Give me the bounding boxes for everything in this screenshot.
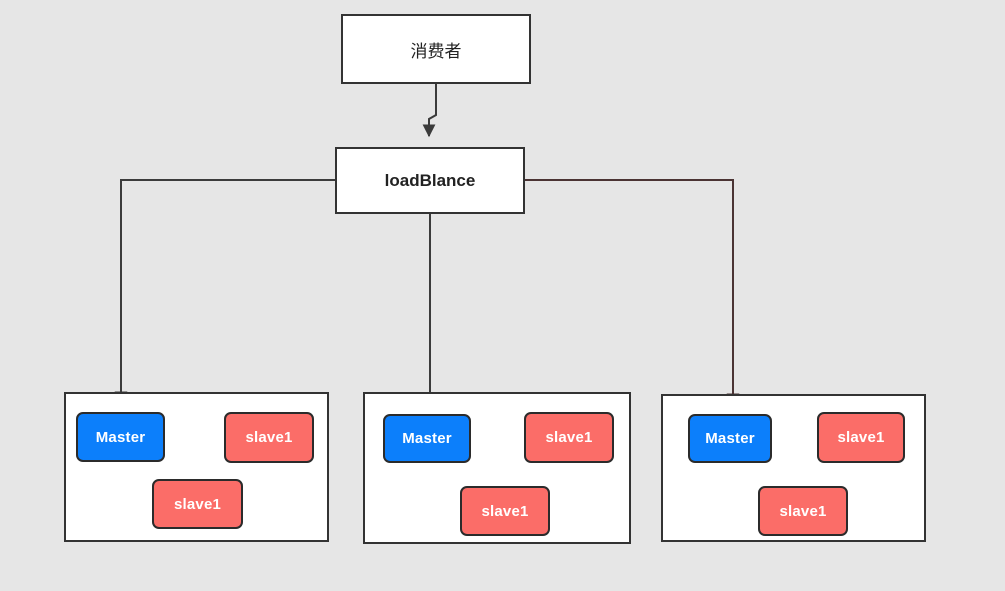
loadbalancer-label: loadBlance: [384, 170, 476, 190]
cluster3-master-node[interactable]: Master: [688, 414, 772, 463]
cluster3-slave-bottom-label: slave1: [779, 502, 827, 520]
loadbalancer-node[interactable]: loadBlance: [335, 147, 525, 214]
consumer-node[interactable]: 消费者: [341, 14, 531, 84]
cluster2-slave-right-label: slave1: [545, 429, 593, 446]
consumer-label: 消费者: [410, 41, 462, 61]
cluster1-slave-right-node[interactable]: slave1: [224, 412, 314, 463]
cluster3-slave-right-label: slave1: [837, 429, 885, 446]
cluster1-master-label: Master: [95, 428, 146, 446]
cluster3-slave-bottom-node[interactable]: slave1: [758, 486, 848, 536]
cluster2-slave-bottom-label: slave1: [481, 502, 529, 520]
cluster2-master-node[interactable]: Master: [383, 414, 471, 463]
cluster1-slave-bottom-label: slave1: [173, 495, 222, 513]
cluster2-master-label: Master: [402, 430, 452, 447]
connector-loadbalancer-to-cluster1: [114, 179, 335, 405]
cluster1-slave-bottom-node[interactable]: slave1: [152, 479, 243, 529]
cluster3-slave-right-node[interactable]: slave1: [817, 412, 905, 463]
cluster3-master-label: Master: [705, 430, 755, 447]
connector-loadbalancer-to-cluster3: [525, 179, 740, 407]
connector-consumer-to-loadbalancer: [422, 84, 437, 138]
cluster2-slave-right-node[interactable]: slave1: [524, 412, 614, 463]
cluster2-slave-bottom-node[interactable]: slave1: [460, 486, 550, 536]
cluster1-master-node[interactable]: Master: [76, 412, 165, 462]
cluster1-slave-right-label: slave1: [245, 429, 293, 446]
